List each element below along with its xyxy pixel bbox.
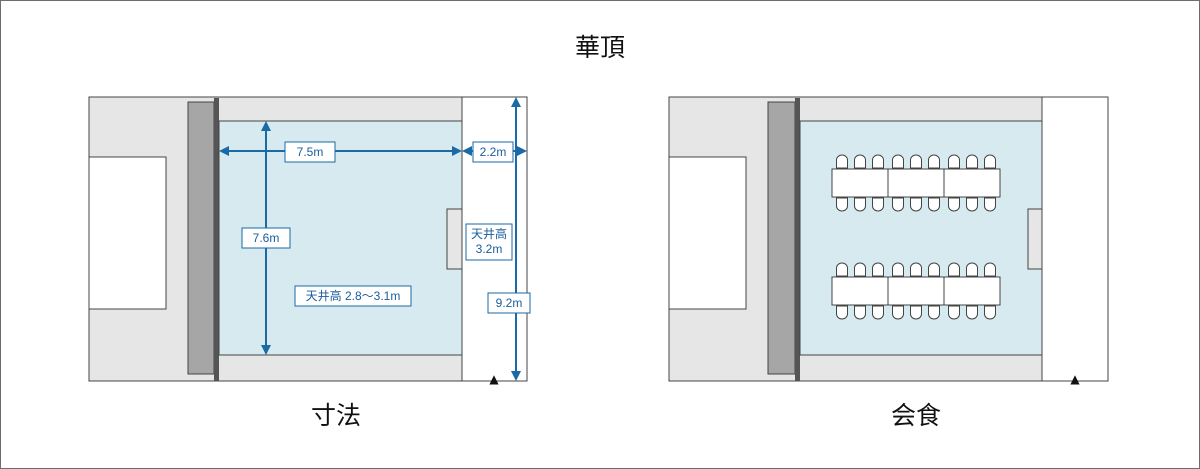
side-width-label-box [472, 141, 514, 163]
dining-chair [892, 154, 904, 169]
page-title: 華頂 [575, 33, 625, 62]
dining-chair [836, 305, 848, 320]
dining-chair [966, 262, 978, 277]
side-ceiling-label-line1: 天井高 [471, 226, 507, 241]
dining-chair [910, 305, 922, 320]
dining-chair [892, 262, 904, 277]
dining-chair [984, 305, 996, 320]
dining-chair [948, 154, 960, 169]
depth-arrow-top [261, 121, 271, 131]
total-depth-arrow-top [511, 97, 521, 107]
side-room-area-dining [1041, 96, 1109, 382]
dining-chair [966, 154, 978, 169]
dining-chair [966, 197, 978, 212]
dining-chair [872, 305, 884, 320]
dining-chair [836, 154, 848, 169]
total-depth-label: 9.2m [496, 296, 523, 310]
width-label: 7.5m [297, 145, 324, 159]
dining-chair [910, 154, 922, 169]
dining-chair [928, 154, 940, 169]
total-depth-label-box [487, 292, 531, 314]
dining-chair [966, 305, 978, 320]
depth-label: 7.6m [253, 231, 280, 245]
dimensions-plan: 7.5m 2.2m 7.6m 天井高 2.8〜3.1m 天井高 3.2m 9.2… [88, 96, 531, 430]
entrance-marker-dining: ▲ [1070, 372, 1080, 386]
entrance-marker: ▲ [489, 372, 499, 386]
partition-wall [187, 101, 215, 375]
dining-chair [872, 154, 884, 169]
ceiling-label-box [294, 285, 412, 307]
total-depth-arrow-bottom [511, 371, 521, 381]
dining-chair [984, 262, 996, 277]
main-room-dining [799, 120, 1043, 356]
dining-chair [892, 197, 904, 212]
dining-chair [872, 197, 884, 212]
width-arrow-left [219, 146, 229, 156]
adjacent-room-dining [668, 156, 747, 310]
partition-wall-dining [767, 101, 796, 375]
dining-table [831, 168, 889, 198]
partition-edge [214, 98, 219, 381]
dining-chair [948, 305, 960, 320]
side-width-arrow-left [462, 146, 472, 156]
depth-label-box [241, 227, 291, 249]
dining-table [887, 168, 945, 198]
adjacent-room [88, 156, 167, 310]
dining-chair [872, 262, 884, 277]
dining-chair [928, 262, 940, 277]
dining-chair [910, 197, 922, 212]
dining-table [887, 276, 945, 306]
depth-arrow-bottom [261, 345, 271, 355]
side-ceiling-label-box [465, 223, 513, 261]
dining-chair [928, 305, 940, 320]
dining-chair [836, 197, 848, 212]
dining-chair [948, 197, 960, 212]
width-label-box [284, 141, 336, 163]
dining-chair [892, 305, 904, 320]
dining-table [831, 276, 889, 306]
dining-chair [854, 262, 866, 277]
dining-caption: 会食 [891, 401, 941, 430]
dimensions-caption: 寸法 [311, 401, 361, 430]
dining-chair [854, 305, 866, 320]
dining-chair [984, 154, 996, 169]
dining-chair [854, 197, 866, 212]
dining-chair [910, 262, 922, 277]
dining-plan: ▲ 会食 [668, 96, 1109, 430]
dining-table [943, 276, 1001, 306]
dining-chair [854, 154, 866, 169]
dining-chair [928, 197, 940, 212]
dining-chair [984, 197, 996, 212]
side-ceiling-label-line2: 3.2m [476, 242, 503, 256]
dining-chair [836, 262, 848, 277]
ceiling-label: 天井高 2.8〜3.1m [306, 288, 401, 303]
dining-chair [948, 262, 960, 277]
width-arrow-right [452, 146, 462, 156]
side-width-arrow-right [517, 146, 527, 156]
partition-edge-dining [795, 98, 800, 381]
dining-table [943, 168, 1001, 198]
dining-furniture [831, 154, 1001, 320]
side-width-label: 2.2m [480, 145, 507, 159]
